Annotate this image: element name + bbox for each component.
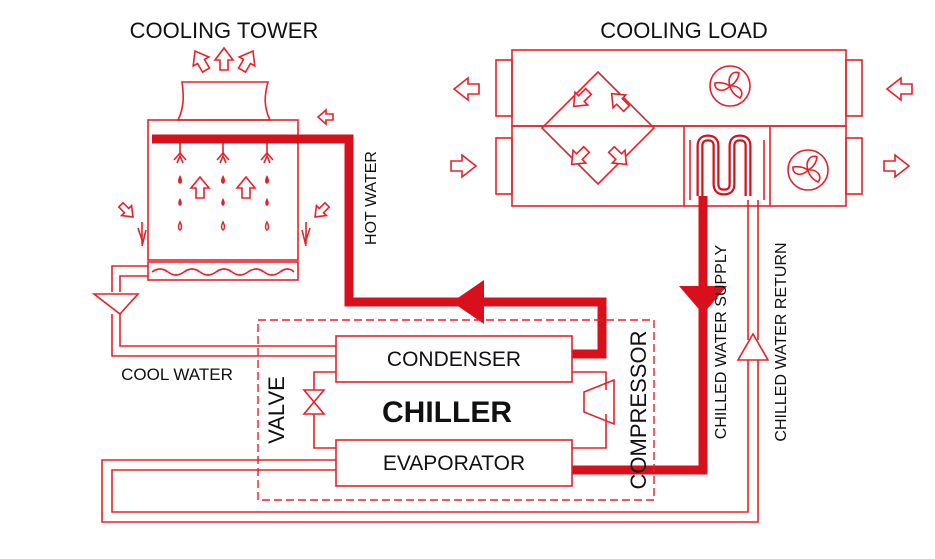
fan-icon	[787, 149, 829, 191]
airflow-arrow-icon	[570, 145, 591, 166]
air-in-arrow-icon	[885, 76, 913, 102]
chiller	[257, 319, 655, 501]
chilled-water-return-label: CHILLED WATER RETURN	[773, 242, 790, 441]
condenser-label: CONDENSER	[387, 348, 521, 371]
air-up-arrow-icon	[235, 175, 257, 199]
evaporator-box	[335, 439, 573, 487]
cooling-load-label: COOLING LOAD	[600, 18, 767, 43]
cooling-tower-label: COOLING TOWER	[130, 18, 319, 43]
hot-water-pipe	[152, 134, 607, 359]
exhaust-arrow-icon	[237, 49, 256, 74]
airflow-arrow-icon	[610, 92, 631, 113]
air-in-arrow-icon	[450, 153, 478, 179]
cooling-load-unit	[450, 49, 913, 207]
cool-water-pipe	[91, 265, 336, 357]
chilled-water-return-pipe	[101, 200, 770, 523]
tower-body	[147, 119, 299, 261]
airflow-arrow-icon	[607, 145, 628, 166]
condenser-box	[335, 335, 573, 383]
water-drops	[177, 175, 270, 231]
fan-icon	[709, 65, 751, 107]
air-out-arrow-icon	[883, 153, 911, 179]
air-up-arrow-icon	[189, 175, 211, 199]
chiller-boundary	[257, 319, 655, 501]
flow-arrow-icon	[679, 286, 727, 314]
cooling-tower	[117, 46, 334, 281]
air-intake-arrow-icon	[316, 108, 334, 126]
airflow-arrow-icon	[572, 87, 593, 108]
air-intake-arrow-icon	[117, 201, 134, 218]
cooling-coil	[689, 134, 765, 200]
compressor-icon	[572, 371, 615, 449]
spray-nozzles	[173, 143, 274, 164]
tower-fan-housing	[176, 81, 272, 121]
chilled-water-supply-label: CHILLED WATER SUPPLY	[713, 244, 730, 439]
tower-basin	[147, 261, 299, 281]
chilled-water-supply-pipe	[572, 196, 727, 475]
exhaust-arrow-icon	[213, 46, 235, 71]
hot-water-label: HOT WATER	[363, 151, 380, 245]
flow-arrow-icon	[452, 280, 484, 324]
evaporator-label: EVAPORATOR	[383, 452, 525, 475]
exhaust-arrow-icon	[192, 49, 211, 74]
air-out-arrow-icon	[452, 76, 480, 102]
valve-label: VALVE	[264, 376, 289, 444]
compressor-label: COMPRESSOR	[626, 331, 651, 490]
air-intake-arrow-icon	[314, 201, 331, 218]
valve-icon	[302, 371, 336, 449]
chiller-label: CHILLER	[382, 396, 512, 429]
cool-water-label: COOL WATER	[121, 365, 233, 384]
